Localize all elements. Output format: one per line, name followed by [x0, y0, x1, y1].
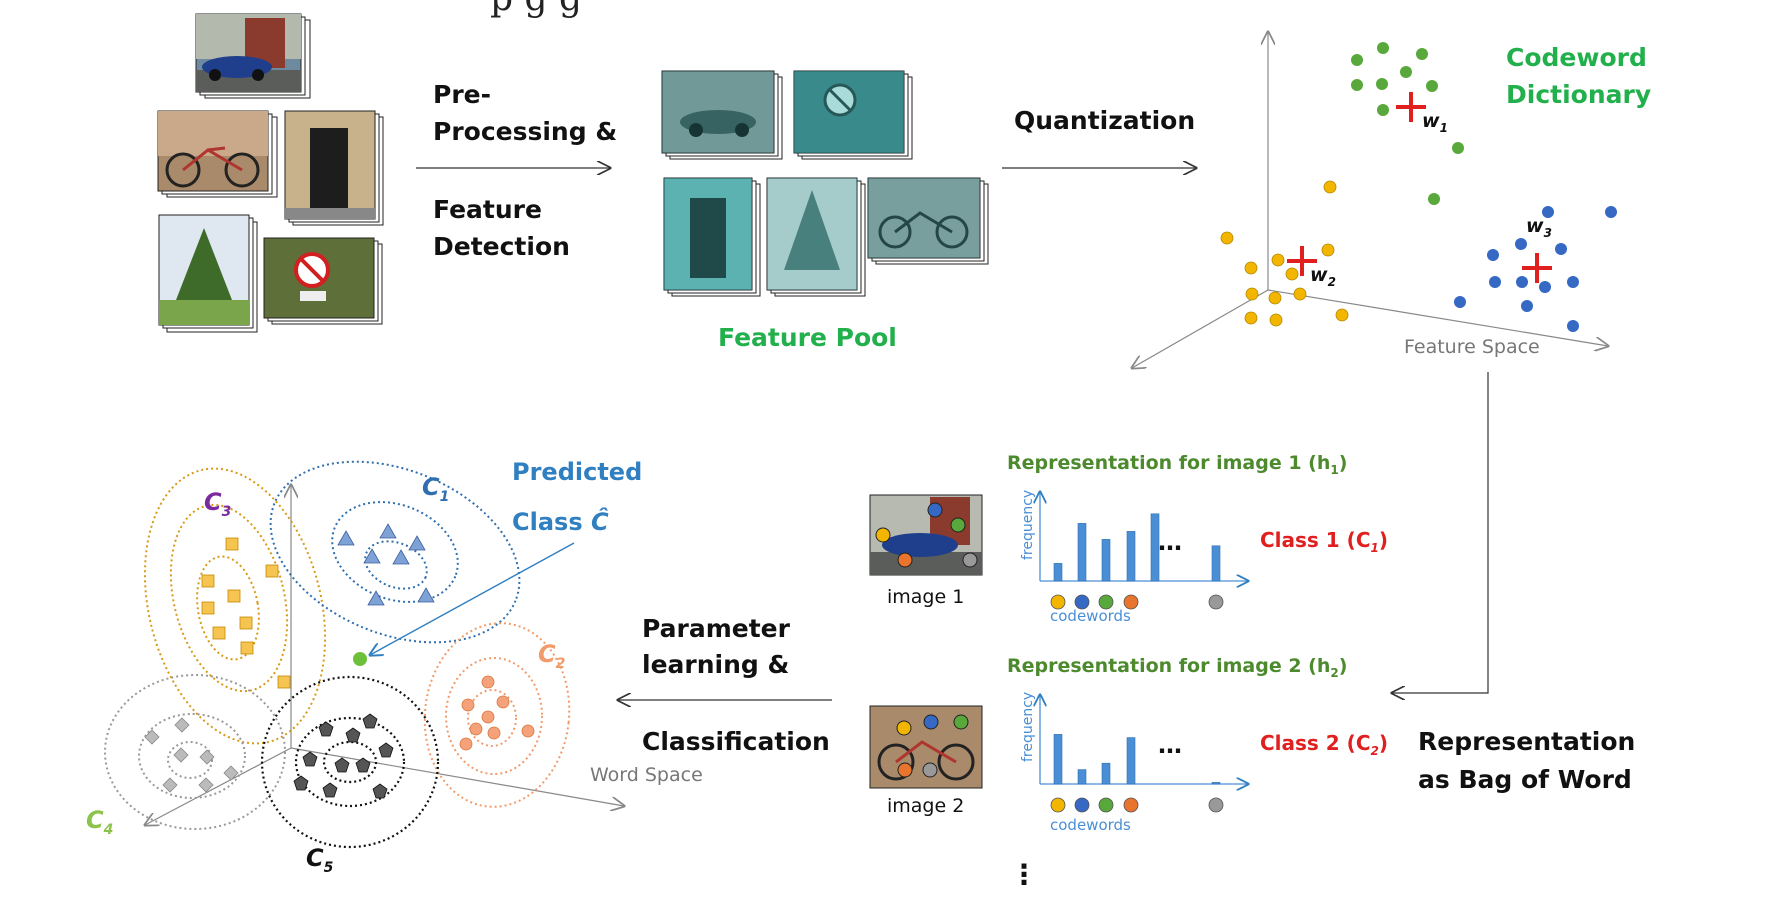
codeword-dot [1123, 797, 1139, 813]
predicted-line1: Predicted [512, 458, 643, 486]
representation-image1-heading: Representation for image 1 (h1) [1007, 452, 1348, 477]
class-c4-label: C4 [86, 806, 114, 838]
codeword-dot [1208, 594, 1224, 610]
vertical-ellipsis: ⋮ [1010, 858, 1038, 891]
input-image-tree [158, 214, 258, 333]
step-parameter-line1: Parameter [642, 614, 790, 643]
class-c5-label: C5 [306, 844, 334, 876]
cluster-c2 [423, 622, 571, 808]
class1-label: Class 1 (C1) [1260, 528, 1388, 555]
step-parameter-line3: Classification [642, 727, 830, 756]
input-image-sign [263, 237, 383, 325]
class-c1-label: C1 [422, 473, 450, 505]
bow-image-2 [869, 705, 983, 789]
histogram-bar [1126, 737, 1136, 785]
histogram-bar [1211, 545, 1221, 582]
codeword-cross-w3 [1522, 253, 1552, 283]
codeword-dot [1123, 594, 1139, 610]
title-fragment: p g g [490, 0, 582, 19]
histogram-2-axes [1040, 695, 1248, 784]
feature-image-bicycle [867, 177, 989, 265]
arrow-representation [1392, 372, 1489, 693]
codeword-dictionary-line1: Codeword [1506, 43, 1647, 72]
histogram-bar [1053, 734, 1063, 785]
feature-image-tree [766, 177, 866, 297]
c5-points [293, 713, 394, 799]
input-image-car [195, 13, 311, 99]
input-image-door [284, 110, 384, 226]
codeword-dot [1074, 594, 1090, 610]
hist2-xlabel: codewords [1050, 816, 1131, 834]
codeword-w1-label: w1 [1422, 110, 1448, 135]
histogram-2-bars [1053, 734, 1221, 785]
yellow-cluster-points [1220, 180, 1349, 327]
blue-cluster-points [1454, 206, 1617, 332]
cluster-c4 [104, 674, 286, 830]
representation-image2-heading: Representation for image 2 (h2) [1007, 655, 1348, 680]
c3-points [201, 537, 291, 689]
word-space-label: Word Space [590, 764, 703, 786]
word-space-axes [145, 485, 624, 825]
codeword-cross-w1 [1396, 92, 1426, 122]
codeword-dot [1098, 797, 1114, 813]
histogram-bar [1150, 513, 1160, 582]
codeword-cross-w2 [1287, 246, 1317, 276]
codeword-dot [1050, 594, 1066, 610]
hist1-ylabel: frequency [1020, 489, 1036, 560]
green-cluster-points [1351, 42, 1464, 205]
cluster-c3 [143, 467, 327, 745]
bow-image-1 [869, 494, 983, 576]
class2-label: Class 2 (C2) [1260, 731, 1388, 758]
feature-space-label: Feature Space [1404, 336, 1540, 358]
step-feature-line2: Detection [433, 232, 570, 261]
class-c3-label: C3 [204, 488, 232, 520]
histogram-bar [1101, 762, 1111, 785]
predicted-point [353, 652, 367, 666]
histogram-bar [1077, 523, 1087, 582]
hist2-ylabel: frequency [1020, 691, 1036, 762]
feature-image-door [663, 177, 761, 297]
hist1-xlabel: codewords [1050, 607, 1131, 625]
hist1-ellipsis: … [1158, 528, 1182, 556]
codeword-dot [1098, 594, 1114, 610]
histogram-bar [1126, 531, 1136, 582]
histogram-bar [1077, 769, 1087, 785]
step-feature-line1: Feature [433, 195, 542, 224]
codeword-dot [1208, 797, 1224, 813]
predicted-arrow [370, 542, 575, 655]
histogram-1-bars [1053, 513, 1221, 582]
step-parameter-line2: learning & [642, 650, 790, 679]
histogram-1-codeword-dots [1050, 594, 1224, 610]
image1-caption: image 1 [887, 586, 965, 608]
histogram-bar [1211, 782, 1221, 785]
c4-points [144, 717, 239, 793]
feature-image-sign [793, 70, 913, 160]
c1-points [337, 523, 435, 606]
codeword-dot [1050, 797, 1066, 813]
representation-line1: Representation [1418, 727, 1636, 756]
histogram-bar [1101, 539, 1111, 582]
step-preprocessing-line1: Pre- [433, 80, 491, 109]
codeword-dictionary-line2: Dictionary [1506, 80, 1652, 109]
step-preprocessing-line2: Processing & [433, 117, 618, 146]
histogram-bar [1053, 563, 1063, 582]
hist2-ellipsis: … [1158, 731, 1182, 759]
cluster-c1 [269, 460, 521, 644]
class-c2-label: C2 [538, 640, 566, 672]
codeword-w2-label: w2 [1310, 264, 1336, 289]
quantization-label: Quantization [1014, 106, 1196, 135]
histogram-2-codeword-dots [1050, 797, 1224, 813]
feature-pool-label: Feature Pool [718, 323, 897, 352]
cluster-c5 [260, 675, 440, 849]
feature-space-axes [1132, 32, 1608, 368]
predicted-line2: Class Ĉ [512, 508, 609, 536]
codeword-w3-label: w3 [1526, 215, 1552, 240]
c2-points [459, 675, 535, 751]
input-image-bicycle [157, 110, 278, 198]
representation-line2: as Bag of Word [1418, 765, 1632, 794]
image2-caption: image 2 [887, 795, 965, 817]
codeword-dot [1074, 797, 1090, 813]
feature-image-car [661, 70, 783, 160]
